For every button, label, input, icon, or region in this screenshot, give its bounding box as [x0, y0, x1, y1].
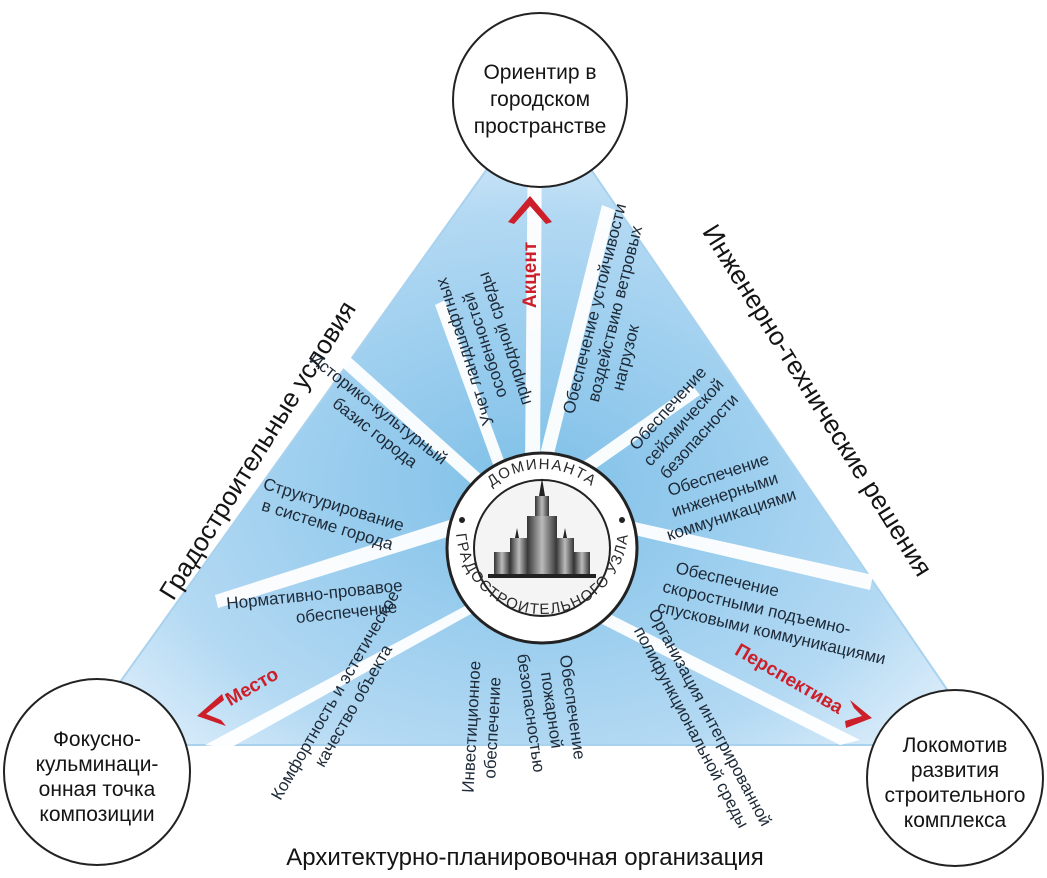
node-left-line: Фокусно- — [53, 728, 141, 751]
accent-top-chevron-icon — [508, 196, 552, 224]
node-right: Локомотив развития строительного комплек… — [866, 689, 1044, 867]
accent-top-label: Акцент — [520, 242, 541, 308]
ring-dot-right — [619, 517, 625, 523]
node-left-line: кульминаци- — [36, 753, 159, 776]
node-right-line: строительного — [885, 784, 1026, 807]
node-right-line: Локомотив — [903, 734, 1008, 757]
node-top-line: городском — [490, 88, 590, 111]
ring-dot-left — [459, 517, 465, 523]
accent-top: Акцент — [508, 196, 552, 308]
node-right-line: развития — [911, 759, 999, 782]
university-building-icon — [488, 478, 596, 578]
node-top-line: Ориентир в — [483, 61, 596, 84]
node-right-line: комплекса — [904, 809, 1007, 832]
node-top: Ориентир в городском пространстве — [452, 12, 628, 188]
side-label-bottom: Архитектурно-планировочная организация — [286, 844, 763, 871]
accent-right-chevron-icon — [845, 700, 872, 728]
node-top-line: пространстве — [474, 115, 607, 138]
node-left-line: композиции — [39, 803, 154, 826]
node-left-line: онная точка — [39, 778, 156, 801]
factor-line: обеспечение — [480, 677, 504, 780]
node-left: Фокусно- кульминаци- онная точка компози… — [3, 678, 191, 866]
accent-left-chevron-icon — [197, 694, 226, 726]
center-emblem: ДОМИНАНТА ГРАДОСТРОИТЕЛЬНОГО УЗЛА — [445, 451, 639, 645]
